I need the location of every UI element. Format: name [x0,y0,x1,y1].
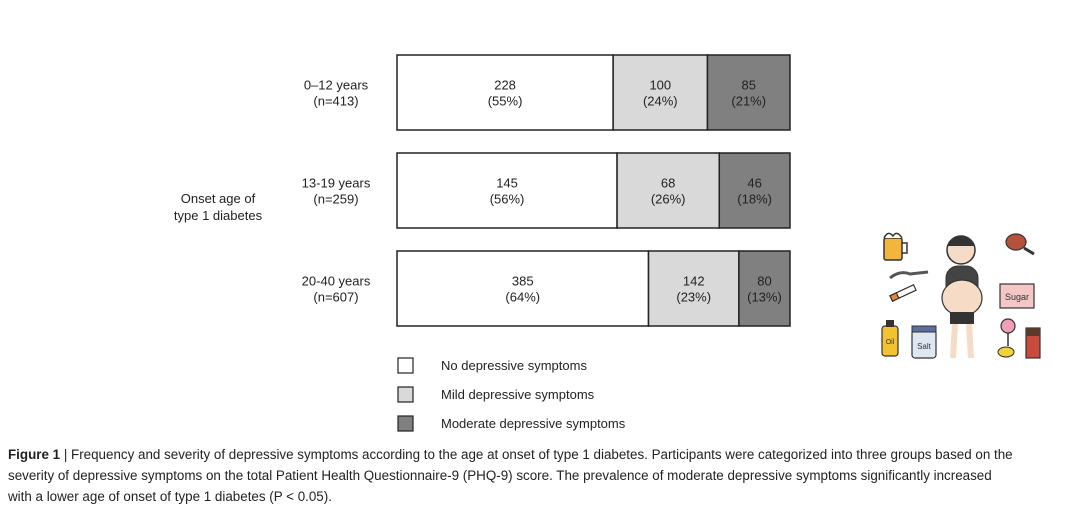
legend-swatch [397,386,414,403]
data-label-count: 142 [683,274,705,289]
group-axis-title-line: type 1 diabetes [174,208,263,223]
figure-label: Figure 1 [8,447,61,462]
oil-bottle-icon: Oil [881,320,899,357]
data-label-percent: (26%) [651,192,686,207]
group-axis-title-line: Onset age of [181,191,256,206]
data-label-count: 228 [494,78,516,93]
data-label-percent: (18%) [737,192,772,207]
bar-segment [738,250,791,327]
caption-text: | Frequency and severity of depressive s… [8,447,1013,504]
data-label-count: 385 [512,274,534,289]
group-axis-title: Onset age of type 1 diabetes [174,191,263,223]
bar-segment [647,250,740,327]
data-label-percent: (56%) [490,192,525,207]
figure-caption: Figure 1 | Frequency and severity of dep… [8,444,1018,507]
person-icon [941,235,983,359]
candy-icon [997,318,1016,358]
data-label-percent: (13%) [747,290,782,305]
data-label-count: 46 [747,176,761,191]
meat-icon [1005,233,1035,256]
category-label: 0–12 years [304,78,369,93]
category-label: 20-40 years [302,274,371,289]
bar-segment [616,152,721,229]
data-label-percent: (23%) [676,290,711,305]
svg-text:Sugar: Sugar [1005,292,1029,302]
svg-text:Oil: Oil [886,339,895,346]
data-label-count: 80 [757,274,771,289]
chocolate-icon [1025,327,1041,359]
bar-row: 20-40 years(n=607) 385(64%) 142(23%) 80(13%… [302,250,791,327]
legend-label: Moderate depressive symptoms [441,416,626,431]
sugar-icon: Sugar [999,283,1035,309]
data-label-count: 68 [661,176,675,191]
category-n-label: (n=413) [313,94,358,109]
cigarette-icon [889,283,917,303]
bar-segment [396,152,618,229]
legend-label: Mild depressive symptoms [441,387,595,402]
data-label-count: 100 [649,78,671,93]
data-label-percent: (21%) [731,94,766,109]
bar-rows: 0–12 years(n=413) 228(55%) 100(24%) 85(21%)… [302,54,791,327]
legend-swatch [397,415,414,432]
data-label-percent: (24%) [643,94,678,109]
svg-text:Salt: Salt [917,342,932,351]
category-n-label: (n=607) [313,290,358,305]
bar-segment [396,250,650,327]
beer-icon [883,232,908,261]
data-label-count: 145 [496,176,518,191]
data-label-count: 85 [742,78,756,93]
category-n-label: (n=259) [313,192,358,207]
bar-row: 0–12 years(n=413) 228(55%) 100(24%) 85(21%) [304,54,791,131]
legend-label: No depressive symptoms [441,358,587,373]
bar-row: 13-19 years(n=259) 145(56%) 68(26%) 46(18%) [302,152,791,229]
category-label: 13-19 years [302,176,371,191]
legend-swatch [397,357,414,374]
bar-segment [706,54,791,131]
bar-segment [612,54,709,131]
unhealthy-lifestyle-illustration: Oil Salt Sugar [881,232,1041,359]
spoon-icon [889,270,929,280]
salt-icon: Salt [911,325,937,359]
data-label-percent: (55%) [488,94,523,109]
bar-segment [396,54,614,131]
data-label-percent: (64%) [505,290,540,305]
bar-segment [718,152,791,229]
